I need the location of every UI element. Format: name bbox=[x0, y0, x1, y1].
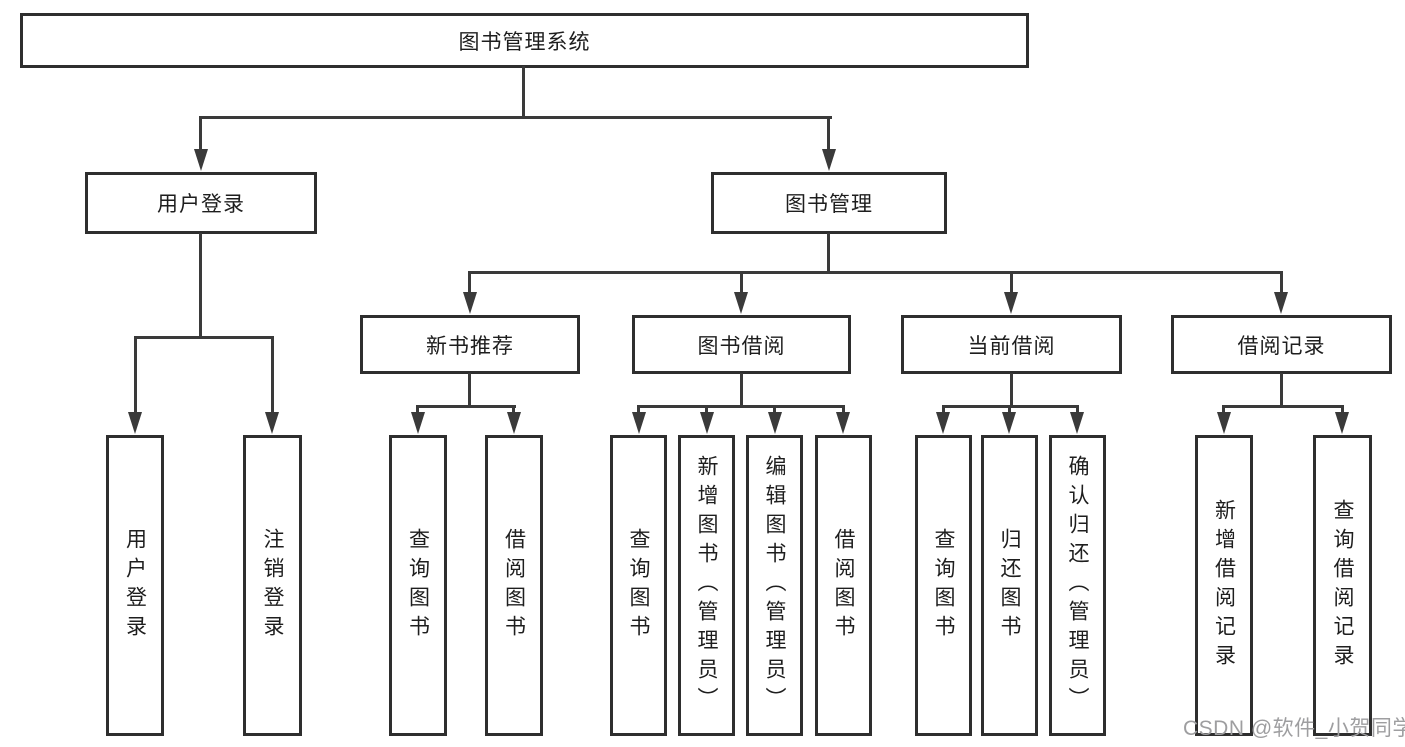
node-book-borrow: 图书借阅 bbox=[632, 315, 851, 374]
leaf-add-book-admin: 新增图书（管理员） bbox=[678, 435, 735, 736]
connector-mgmt-stem bbox=[827, 233, 830, 273]
leaf-borrow-books-rec: 借阅图书 bbox=[485, 435, 543, 736]
arrow-down-user-login bbox=[194, 149, 208, 171]
connector-l1-right-stem bbox=[827, 116, 830, 154]
node-borrow-records: 借阅记录 bbox=[1171, 315, 1392, 374]
connector-root-stem bbox=[522, 66, 525, 118]
connector-mgmt-hbar bbox=[469, 271, 1282, 274]
arrow-down-leaf-query-borrow-record bbox=[1335, 412, 1349, 434]
connector-l1-hbar bbox=[199, 116, 832, 119]
connector-borrow-hbar bbox=[637, 405, 845, 408]
arrow-down-book-borrow bbox=[734, 292, 748, 314]
arrow-down-leaf-user-login bbox=[128, 412, 142, 434]
node-book-mgmt: 图书管理 bbox=[711, 172, 947, 234]
connector-records-leaf2-stem bbox=[1341, 405, 1344, 415]
connector-records-stem bbox=[1280, 373, 1283, 408]
arrow-down-new-book-rec bbox=[463, 292, 477, 314]
arrow-down-leaf-query-books-borrow bbox=[632, 412, 646, 434]
connector-current-leaf3-stem bbox=[1076, 405, 1079, 415]
node-user-login: 用户登录 bbox=[85, 172, 317, 234]
node-current-borrow: 当前借阅 bbox=[901, 315, 1122, 374]
leaf-confirm-return-admin: 确认归还（管理员） bbox=[1049, 435, 1106, 736]
connector-current-leaf1-stem bbox=[942, 405, 945, 415]
connector-user-hbar bbox=[134, 336, 274, 339]
leaf-add-borrow-record: 新增借阅记录 bbox=[1195, 435, 1253, 736]
arrow-down-leaf-borrow-books-borrow bbox=[836, 412, 850, 434]
connector-borrow-stem bbox=[740, 373, 743, 408]
arrow-down-borrow-records bbox=[1274, 292, 1288, 314]
connector-l3-stem-3 bbox=[1010, 271, 1013, 295]
connector-records-hbar bbox=[1222, 405, 1344, 408]
leaf-query-borrow-record: 查询借阅记录 bbox=[1313, 435, 1372, 736]
csdn-watermark: CSDN @软件_小贺同学 bbox=[1183, 717, 1405, 740]
leaf-edit-book-admin: 编辑图书（管理员） bbox=[746, 435, 803, 736]
connector-current-leaf2-stem bbox=[1008, 405, 1011, 415]
connector-current-stem bbox=[1010, 373, 1013, 408]
connector-l1-left-stem bbox=[199, 116, 202, 154]
arrow-down-leaf-add-book-admin bbox=[700, 412, 714, 434]
node-root: 图书管理系统 bbox=[20, 13, 1029, 68]
connector-records-leaf1-stem bbox=[1222, 405, 1225, 415]
connector-borrow-leaf4-stem bbox=[842, 405, 845, 415]
connector-rec-stem bbox=[468, 373, 471, 408]
connector-user-leaf1-stem bbox=[134, 336, 137, 416]
arrow-down-leaf-add-borrow-record bbox=[1217, 412, 1231, 434]
arrow-down-leaf-query-books-current bbox=[936, 412, 950, 434]
connector-rec-leaf2-stem bbox=[512, 405, 515, 415]
leaf-user-login: 用户登录 bbox=[106, 435, 164, 736]
connector-l3-stem-2 bbox=[740, 271, 743, 295]
leaf-borrow-books-borrow: 借阅图书 bbox=[815, 435, 872, 736]
connector-rec-hbar bbox=[416, 405, 516, 408]
arrow-down-leaf-return-book bbox=[1002, 412, 1016, 434]
arrow-down-leaf-edit-book-admin bbox=[768, 412, 782, 434]
arrow-down-leaf-query-books-rec bbox=[411, 412, 425, 434]
connector-user-stem bbox=[199, 233, 202, 338]
node-new-book-rec: 新书推荐 bbox=[360, 315, 580, 374]
leaf-query-books-rec: 查询图书 bbox=[389, 435, 447, 736]
leaf-logout: 注销登录 bbox=[243, 435, 302, 736]
connector-l3-stem-4 bbox=[1280, 271, 1283, 295]
connector-l3-stem-1 bbox=[468, 271, 471, 295]
arrow-down-leaf-confirm-return-admin bbox=[1070, 412, 1084, 434]
arrow-down-current-borrow bbox=[1004, 292, 1018, 314]
leaf-query-books-borrow: 查询图书 bbox=[610, 435, 667, 736]
leaf-return-book: 归还图书 bbox=[981, 435, 1038, 736]
arrow-down-leaf-logout bbox=[265, 412, 279, 434]
connector-borrow-leaf3-stem bbox=[773, 405, 776, 415]
connector-borrow-leaf2-stem bbox=[705, 405, 708, 415]
connector-borrow-leaf1-stem bbox=[637, 405, 640, 415]
arrow-down-leaf-borrow-books-rec bbox=[507, 412, 521, 434]
arrow-down-book-mgmt bbox=[822, 149, 836, 171]
connector-user-leaf2-stem bbox=[271, 336, 274, 416]
leaf-query-books-current: 查询图书 bbox=[915, 435, 972, 736]
connector-rec-leaf1-stem bbox=[416, 405, 419, 415]
